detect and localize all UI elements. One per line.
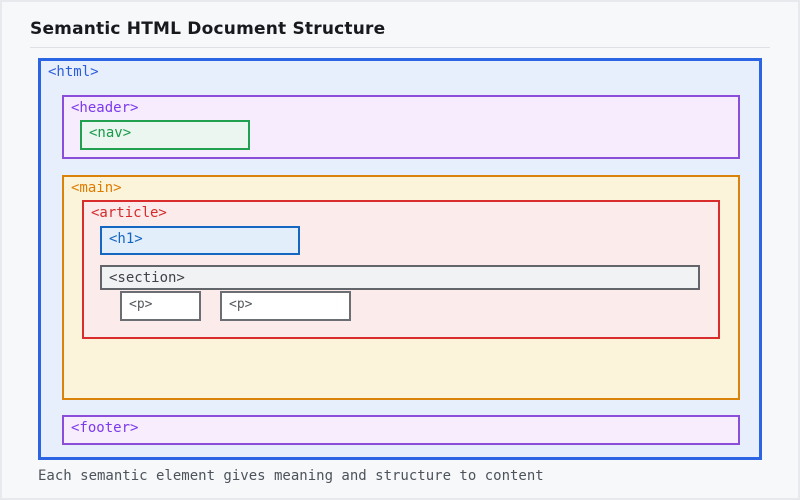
tag-label-footer: <footer> [71, 420, 139, 436]
tag-label-main: <main> [71, 180, 122, 196]
diagram-box-article: <article> <h1> <section> <p> <p> [82, 200, 720, 339]
tag-label-p: <p> [229, 297, 253, 312]
tag-label-header: <header> [71, 100, 139, 116]
diagram-box-h1: <h1> [100, 226, 300, 255]
diagram-box-p-second: <p> [220, 291, 351, 321]
diagram-box-nav: <nav> [80, 120, 250, 150]
page-title: Semantic HTML Document Structure [30, 19, 386, 39]
tag-label-html: <html> [48, 64, 99, 80]
title-divider [30, 47, 770, 48]
diagram-box-p-first: <p> [120, 291, 201, 321]
tag-label-h1: <h1> [109, 231, 143, 247]
diagram-caption: Each semantic element gives meaning and … [38, 468, 544, 484]
diagram-box-header: <header> <nav> [62, 95, 740, 159]
tag-label-section: <section> [109, 270, 185, 286]
tag-label-nav: <nav> [89, 125, 132, 141]
tag-label-p: <p> [129, 297, 153, 312]
diagram-box-html: <html> <header> <nav> <main> <article> <… [38, 58, 762, 460]
tag-label-article: <article> [91, 205, 167, 221]
diagram-box-section: <section> [100, 265, 700, 290]
diagram-box-footer: <footer> [62, 415, 740, 445]
diagram-box-main: <main> <article> <h1> <section> <p> <p> [62, 175, 740, 400]
